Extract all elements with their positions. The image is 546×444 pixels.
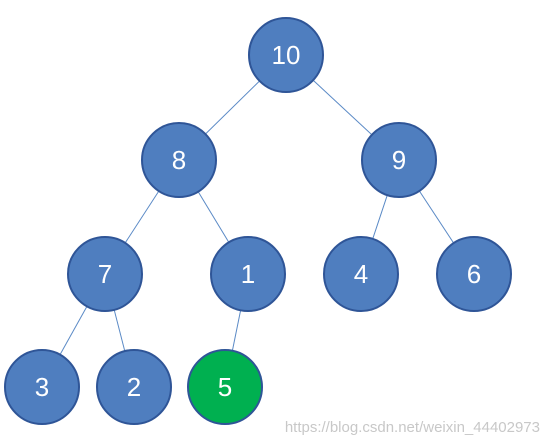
node-label: 8 bbox=[172, 145, 186, 175]
tree-node-8: 8 bbox=[141, 122, 217, 198]
highlighted-node-circle bbox=[187, 349, 263, 425]
node-circle bbox=[4, 349, 80, 425]
node-label: 3 bbox=[35, 372, 49, 402]
tree-node-2: 2 bbox=[96, 349, 172, 425]
node-circle bbox=[67, 236, 143, 312]
node-circle bbox=[141, 122, 217, 198]
tree-node-5: 5 bbox=[187, 349, 263, 425]
tree-node-4: 4 bbox=[323, 236, 399, 312]
node-circle bbox=[323, 236, 399, 312]
nodes-layer: 10 8 9 7 1 4 6 3 2 5 bbox=[4, 17, 512, 425]
tree-node-9: 9 bbox=[361, 122, 437, 198]
node-label: 4 bbox=[354, 259, 368, 289]
tree-node-7: 7 bbox=[67, 236, 143, 312]
node-circle bbox=[361, 122, 437, 198]
node-circle bbox=[436, 236, 512, 312]
node-label: 2 bbox=[127, 372, 141, 402]
tree-node-6: 6 bbox=[436, 236, 512, 312]
node-label: 6 bbox=[467, 259, 481, 289]
node-circle bbox=[210, 236, 286, 312]
node-label: 10 bbox=[272, 40, 301, 70]
tree-node-10: 10 bbox=[248, 17, 324, 93]
node-circle bbox=[248, 17, 324, 93]
tree-node-3: 3 bbox=[4, 349, 80, 425]
watermark-text: https://blog.csdn.net/weixin_44402973 bbox=[284, 419, 540, 436]
edges-layer bbox=[41, 54, 475, 388]
node-label: 1 bbox=[241, 259, 255, 289]
node-circle bbox=[96, 349, 172, 425]
tree-node-1: 1 bbox=[210, 236, 286, 312]
node-label: 5 bbox=[218, 372, 232, 402]
node-label: 7 bbox=[98, 259, 112, 289]
node-label: 9 bbox=[392, 145, 406, 175]
